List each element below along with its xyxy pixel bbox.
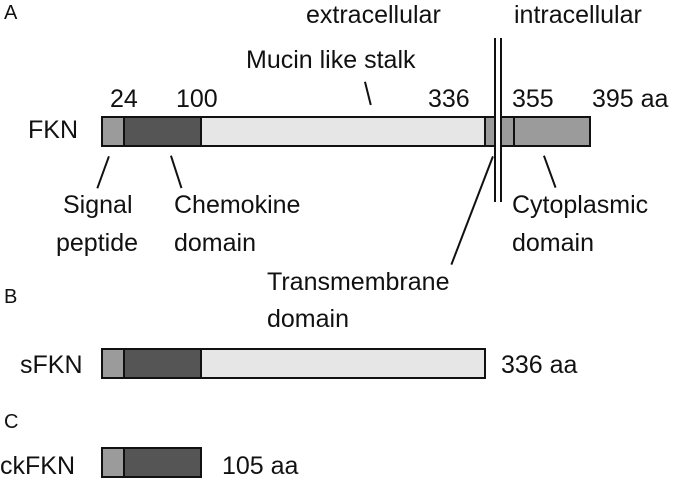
stalk-pointer-line: [364, 81, 372, 106]
extracellular-label: extracellular: [306, 1, 441, 29]
position-336: 336: [428, 85, 470, 113]
cytoplasmic-pointer-line: [543, 155, 557, 188]
ckfkn-name: ckFKN: [0, 452, 75, 480]
chemokine-pointer-line: [170, 155, 183, 189]
sfkn-signal-peptide-segment: [101, 348, 125, 379]
position-355: 355: [512, 85, 554, 113]
fkn-chemokine-segment: [123, 116, 202, 147]
stalk-label: Mucin like stalk: [246, 46, 416, 74]
transmembrane-label-line1: Transmembrane: [267, 268, 450, 296]
transmembrane-label-line2: domain: [267, 305, 349, 333]
membrane-marker: [494, 38, 502, 202]
ckfkn-signal-peptide-segment: [101, 447, 125, 478]
position-100: 100: [176, 85, 218, 113]
fkn-mucin-stalk-segment: [200, 116, 486, 147]
signal-pointer-line: [96, 156, 110, 189]
cytoplasmic-label-line2: domain: [512, 229, 594, 257]
signal-label-line1: Signal: [63, 191, 133, 219]
position-24: 24: [110, 85, 138, 113]
fkn-cytoplasmic-segment: [513, 116, 591, 147]
panel-a-label: A: [4, 2, 18, 24]
fkn-length: 395 aa: [592, 85, 669, 113]
chemokine-label-line2: domain: [174, 229, 256, 257]
sfkn-length: 336 aa: [501, 351, 578, 379]
signal-label-line2: peptide: [56, 229, 139, 257]
panel-b-label: B: [4, 286, 18, 308]
ckfkn-length: 105 aa: [222, 452, 299, 480]
cytoplasmic-label-line1: Cytoplasmic: [512, 191, 649, 219]
sfkn-chemokine-segment: [123, 348, 202, 379]
sfkn-name: sFKN: [20, 351, 83, 379]
fkn-name: FKN: [28, 116, 78, 144]
intracellular-label: intracellular: [514, 1, 642, 29]
fkn-signal-peptide-segment: [101, 116, 125, 147]
panel-c-label: C: [4, 411, 19, 433]
chemokine-label-line1: Chemokine: [174, 191, 301, 219]
ckfkn-chemokine-segment: [123, 447, 202, 478]
transmembrane-pointer-line: [450, 156, 494, 266]
sfkn-mucin-stalk-segment: [200, 348, 486, 379]
